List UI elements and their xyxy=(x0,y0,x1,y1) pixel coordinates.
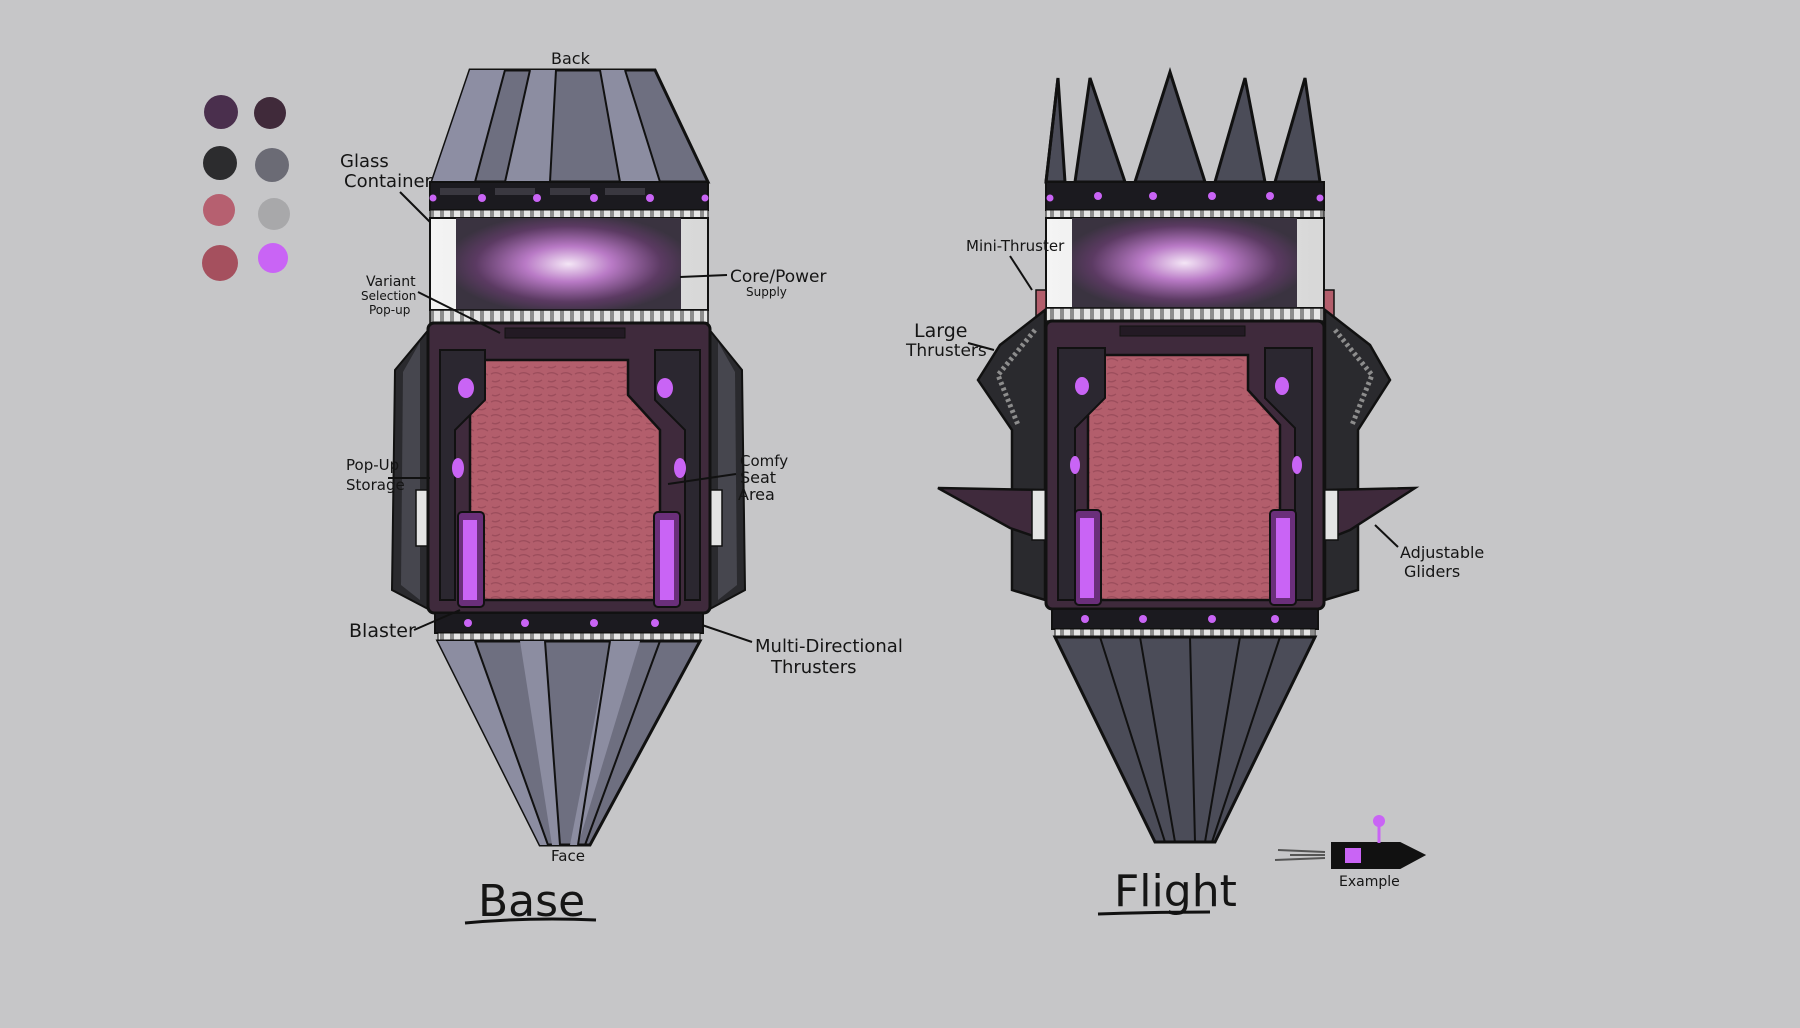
label-large-1: Large xyxy=(914,320,967,342)
label-popup-2: Storage xyxy=(346,476,405,494)
label-variant-3: Pop-up xyxy=(369,303,410,317)
label-glass-2: Container xyxy=(344,171,433,192)
label-glass-1: Glass xyxy=(340,151,389,172)
label-variant-1: Variant xyxy=(366,274,416,290)
label-mini-thruster: Mini-Thruster xyxy=(966,237,1065,255)
color-palette xyxy=(202,95,290,281)
label-core-2: Supply xyxy=(746,285,787,299)
base-pod-drawing xyxy=(390,68,747,847)
example-sketch: Example xyxy=(1274,815,1427,890)
label-large-2: Thrusters xyxy=(905,341,987,361)
swatch-7 xyxy=(202,245,238,281)
label-comfy-1: Comfy xyxy=(740,452,788,470)
example-label: Example xyxy=(1339,874,1400,890)
label-gliders-2: Gliders xyxy=(1404,562,1460,581)
label-popup-1: Pop-Up xyxy=(346,456,399,474)
label-comfy-3: Area xyxy=(738,485,775,504)
swatch-2 xyxy=(254,97,286,129)
flight-annotations: Mini-Thruster Large Thrusters Adjustable… xyxy=(905,237,1484,917)
swatch-1 xyxy=(204,95,238,129)
swatch-5 xyxy=(203,194,235,226)
label-multi-2: Thrusters xyxy=(770,657,857,678)
flight-title: Flight xyxy=(1114,866,1237,917)
swatch-6 xyxy=(258,198,290,230)
label-variant-2: Selection xyxy=(361,289,416,303)
label-comfy-2: Seat xyxy=(740,468,776,487)
flight-pod-drawing xyxy=(937,67,1420,844)
example-marker xyxy=(1373,815,1385,827)
base-annotations: Back Glass Container Variant Selection P… xyxy=(340,49,903,927)
label-blaster: Blaster xyxy=(349,620,416,642)
label-core-1: Core/Power xyxy=(730,267,826,287)
swatch-8 xyxy=(258,243,288,273)
swatch-3 xyxy=(203,146,237,180)
label-gliders-1: Adjustable xyxy=(1400,543,1484,562)
swatch-4 xyxy=(255,148,289,182)
label-multi-1: Multi-Directional xyxy=(755,636,903,657)
label-back: Back xyxy=(551,49,591,68)
label-face: Face xyxy=(551,847,585,865)
